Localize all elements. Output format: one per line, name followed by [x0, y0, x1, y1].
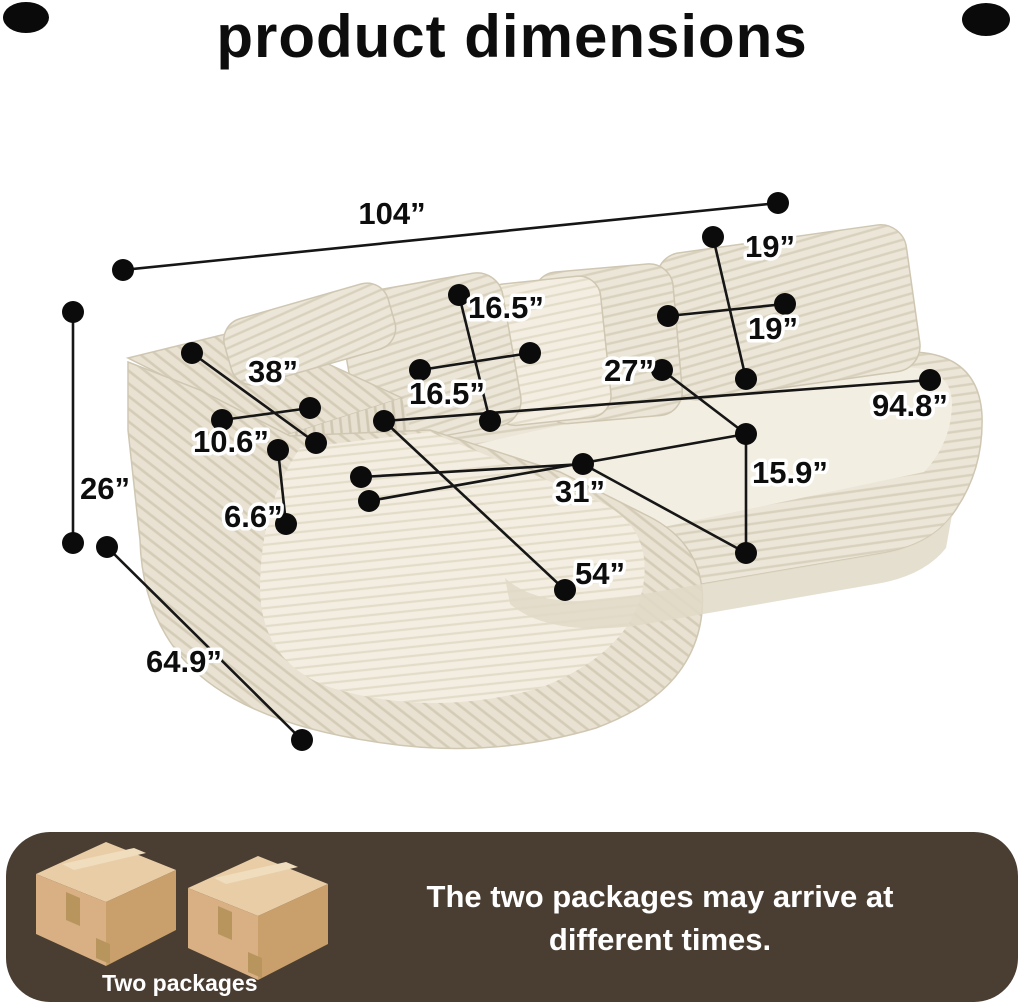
dim-label-right-pillow-height: 19” — [745, 229, 795, 264]
dimension-labels: 104” 26” 64.9” 38” 10.6” 6.6” 16.5” 16.5… — [77, 193, 952, 683]
dim-label-chaise-diagonal-depth: 54” — [575, 556, 625, 591]
dim-label-mid-pillow-width: 16.5” — [409, 376, 485, 411]
dim-label-back-top-length: 38” — [248, 354, 298, 389]
dim-label-seat-width: 31” — [555, 474, 605, 509]
shipping-box-1 — [36, 842, 176, 966]
dim-label-overall-height: 26” — [80, 471, 130, 506]
dimension-lines — [71, 201, 931, 741]
dim-label-right-pillow-width: 19” — [748, 311, 798, 346]
corner-dot-left-icon — [3, 2, 49, 33]
packages-count-label: Two packages — [102, 970, 258, 996]
corner-dot-right-icon — [962, 3, 1010, 36]
dim-label-right-side-length: 94.8” — [872, 388, 948, 423]
page-title: product dimensions — [216, 3, 808, 70]
shipping-box-2 — [188, 856, 328, 980]
dim-label-seat-height: 15.9” — [752, 455, 828, 490]
sofa-right-front-shade — [505, 515, 952, 629]
delivery-note: The two packages may arrive at different… — [426, 879, 894, 957]
dim-label-arm-top-width: 10.6” — [193, 424, 269, 459]
sofa-chaise-seat — [260, 432, 645, 703]
shipping-boxes-illustration — [36, 842, 328, 980]
dim-label-mid-pillow-height: 16.5” — [468, 290, 544, 325]
dim-label-total-length: 104” — [358, 196, 425, 231]
dim-label-arm-thickness: 6.6” — [224, 499, 283, 534]
sofa-lumbar-pillow — [223, 282, 397, 386]
packages-info-bar: Two packages The two packages may arrive… — [6, 832, 1018, 1002]
dim-label-backrest-width: 27” — [604, 353, 654, 388]
dimension-endpoint-dots — [62, 192, 941, 751]
dim-label-chaise-outer-depth: 64.9” — [146, 644, 222, 679]
